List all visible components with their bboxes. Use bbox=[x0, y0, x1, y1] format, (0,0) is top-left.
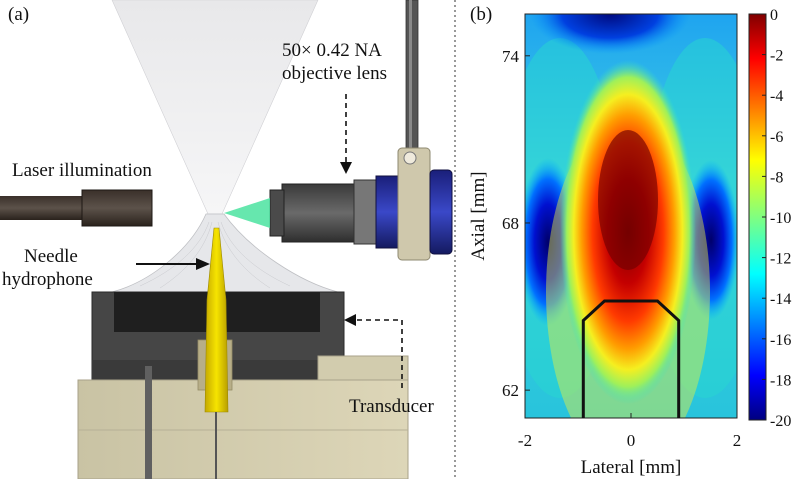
colorbar-tick-label: -12 bbox=[770, 251, 791, 268]
colorbar-tick-label: -8 bbox=[770, 169, 783, 186]
support-rod bbox=[145, 366, 152, 479]
water-cone-contours bbox=[139, 221, 291, 289]
green-light-cone bbox=[224, 198, 270, 228]
objective-label-line1: 50× 0.42 NA bbox=[282, 40, 382, 61]
colorbar-tick-label: -4 bbox=[770, 88, 783, 105]
x-tick-label: 2 bbox=[733, 431, 742, 450]
x-axis-label: Lateral [mm] bbox=[581, 457, 682, 478]
schematic-panel: (a) 50× 0.42 NA objective lens Laser ill… bbox=[0, 0, 453, 479]
panel-a-label: (a) bbox=[8, 4, 29, 25]
y-tick-label: 62 bbox=[502, 381, 519, 400]
dashed-arrow-objective bbox=[340, 94, 352, 174]
colorbar-tick-label: -6 bbox=[770, 129, 783, 146]
laser-tube bbox=[0, 189, 153, 227]
needle-label-line1: Needle bbox=[24, 246, 78, 267]
y-tick-label: 68 bbox=[502, 214, 519, 233]
transducer-label: Transducer bbox=[349, 396, 434, 417]
right-side-lobe bbox=[683, 160, 737, 320]
colorbar-tick-label: -18 bbox=[770, 372, 791, 389]
needle-arrow bbox=[136, 258, 210, 270]
panel-b-label: (b) bbox=[470, 4, 492, 25]
y-axis: 62 68 74 bbox=[502, 47, 530, 400]
colorbar-ticks: 0 -2 -4 -6 -8 -10 -12 -14 -16 -18 -20 bbox=[762, 7, 791, 430]
x-tick-label: -2 bbox=[518, 431, 532, 450]
dashed-arrow-transducer bbox=[344, 314, 403, 388]
y-axis-label: Axial [mm] bbox=[468, 171, 489, 260]
needle-label-line2: hydrophone bbox=[2, 269, 93, 290]
colorbar-tick-label: -20 bbox=[770, 413, 791, 430]
colorbar-tick-label: -16 bbox=[770, 332, 791, 349]
colorbar-tick-label: -14 bbox=[770, 291, 791, 308]
laser-label: Laser illumination bbox=[12, 160, 152, 181]
x-tick-label: 0 bbox=[627, 431, 636, 450]
needle-outline bbox=[581, 299, 681, 418]
light-cone-upper bbox=[111, 0, 319, 215]
x-axis: -2 0 2 bbox=[518, 413, 741, 450]
heatmap-image bbox=[525, 14, 737, 418]
objective-label-line2: objective lens bbox=[282, 63, 387, 84]
colorbar-tick-label: -2 bbox=[770, 48, 783, 65]
y-tick-label: 74 bbox=[502, 47, 520, 66]
colorbar-tick-label: 0 bbox=[770, 7, 778, 24]
top-minimum bbox=[530, 14, 690, 62]
colorbar-tick-label: -10 bbox=[770, 210, 791, 227]
needle-hydrophone bbox=[197, 227, 233, 479]
objective-lens bbox=[224, 0, 453, 261]
